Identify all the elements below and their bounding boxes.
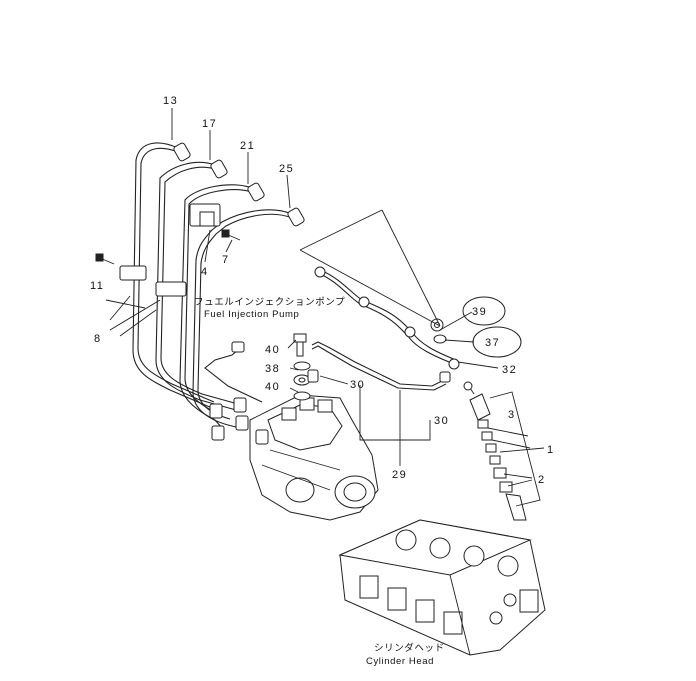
- highlight-circle-39: [462, 296, 506, 326]
- cylinder-head: [338, 519, 546, 656]
- pipe-clamps: [95, 203, 241, 297]
- head-caption-en: Cylinder Head: [366, 656, 434, 667]
- head-caption-jp: シリンダヘッド: [374, 642, 445, 654]
- callout-30-left: 30: [350, 379, 365, 391]
- fuel-injection-pump: [209, 394, 379, 521]
- callout-4: 4: [201, 266, 209, 278]
- callout-40-lower: 40: [265, 381, 280, 393]
- callout-7: 7: [222, 254, 230, 266]
- callout-8: 8: [94, 333, 102, 345]
- callout-numbers: 13 17 21 25 4 7 11 8 39 37 32 40 38 40 3…: [90, 95, 555, 486]
- captions: フュエルインジェクションポンプ Fuel Injection Pump シリンダ…: [194, 297, 445, 667]
- callout-38: 38: [265, 363, 280, 375]
- callout-17: 17: [202, 118, 217, 130]
- callout-2: 2: [538, 474, 546, 486]
- callout-3: 3: [508, 409, 516, 421]
- callout-13: 13: [163, 95, 178, 107]
- highlight-circle-37: [472, 326, 522, 358]
- callout-39: 39: [472, 306, 487, 318]
- pipe-fittings-top: [173, 142, 305, 227]
- callout-1: 1: [547, 444, 555, 456]
- callout-21: 21: [240, 140, 255, 152]
- leader-lines: [105, 108, 545, 507]
- pump-caption-en: Fuel Injection Pump: [204, 309, 299, 320]
- banjo-bolt-washers: [293, 333, 319, 401]
- callout-37: 37: [485, 337, 500, 349]
- callout-25: 25: [279, 163, 294, 175]
- callout-11: 11: [90, 280, 104, 292]
- injector-nozzle: [463, 381, 527, 521]
- callout-40-upper: 40: [265, 344, 280, 356]
- pump-caption-jp: フュエルインジェクションポンプ: [194, 297, 345, 308]
- leak-off-pipes: [204, 266, 460, 403]
- callout-32: 32: [502, 364, 517, 376]
- callout-29: 29: [392, 469, 407, 481]
- callout-30-right: 30: [434, 415, 449, 427]
